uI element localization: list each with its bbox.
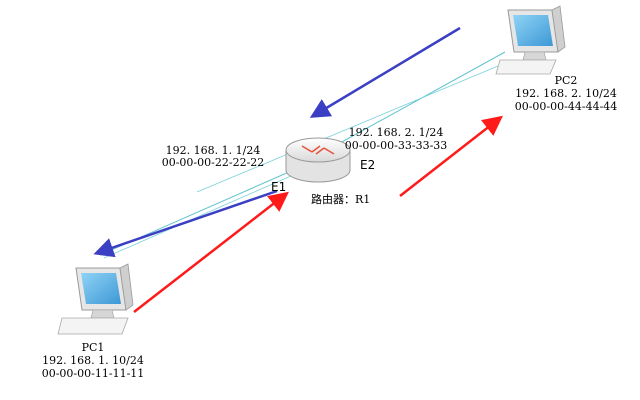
router-e2-label: E2 [360, 158, 376, 172]
arrow-pc1-to-router [133, 191, 289, 313]
router-e1-mac: 00-00-00-22-22-22 [161, 156, 265, 169]
pc2-mac: 00-00-00-44-44-44 [514, 100, 618, 113]
router-name: 路由器：R1 [311, 193, 371, 206]
router-e1-label: E1 [271, 180, 287, 194]
pc1-computer-icon[interactable] [57, 263, 134, 335]
router-icon[interactable] [285, 137, 351, 183]
arrow-pc2-to-router [309, 26, 461, 118]
pc1-mac: 00-00-00-11-11-11 [41, 367, 145, 380]
pc2-computer-icon[interactable] [495, 5, 566, 75]
link-pc1-router-shadow [103, 171, 301, 259]
router-arrows-icon [301, 145, 335, 155]
pc2-name: PC2 [554, 74, 578, 87]
arrow-router-to-pc1 [93, 189, 278, 258]
router-e1-ip: 192. 168. 1. 1/24 [165, 144, 261, 157]
router-e2-mac: 00-00-00-33-33-33 [344, 139, 448, 152]
pc1-ip: 192. 168. 1. 10/24 [42, 354, 144, 367]
router-e2-ip: 192. 168. 2. 1/24 [348, 126, 444, 139]
pc2-ip: 192. 168. 2. 10/24 [515, 87, 617, 100]
arrow-router-to-pc2 [399, 115, 503, 197]
pc1-name: PC1 [81, 341, 105, 354]
link-router-pc2-secondary [196, 65, 499, 193]
